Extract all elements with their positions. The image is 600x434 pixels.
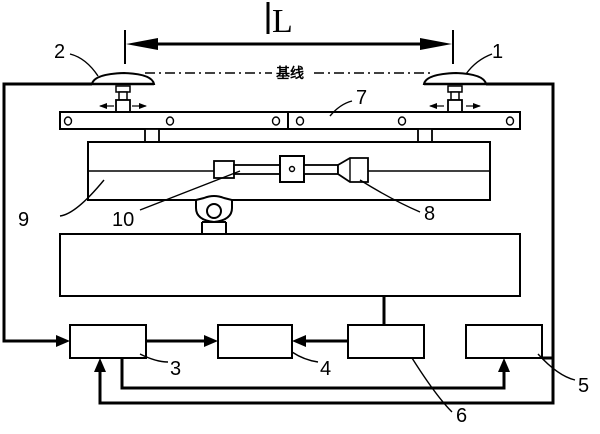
callout-10: 10 bbox=[112, 209, 134, 231]
callout-8: 8 bbox=[424, 203, 435, 225]
base-block bbox=[59, 233, 521, 297]
leader-lines bbox=[59, 53, 576, 413]
rail-support-right bbox=[417, 128, 433, 143]
callout-2: 2 bbox=[54, 41, 65, 63]
dimension-L: L bbox=[124, 2, 454, 64]
sensor-1 bbox=[422, 71, 488, 113]
callout-7: 7 bbox=[356, 87, 367, 109]
rail-7 bbox=[59, 111, 521, 130]
rail-support-left bbox=[144, 128, 160, 143]
callout-6: 6 bbox=[456, 405, 467, 427]
box-3 bbox=[69, 324, 147, 359]
box-6 bbox=[347, 324, 425, 359]
specimen-assembly bbox=[213, 155, 369, 183]
baseline-label: 基线 bbox=[276, 65, 304, 81]
callout-4: 4 bbox=[320, 358, 331, 380]
callout-1: 1 bbox=[492, 41, 503, 63]
sensor-2 bbox=[90, 71, 156, 113]
box-5 bbox=[465, 324, 543, 359]
box-4 bbox=[217, 324, 293, 359]
callout-3: 3 bbox=[170, 358, 181, 380]
callout-9: 9 bbox=[18, 209, 29, 231]
signal-lines bbox=[2, 82, 555, 405]
pivot-joint bbox=[195, 195, 233, 234]
callout-5: 5 bbox=[578, 375, 589, 397]
dimension-label: L bbox=[272, 3, 293, 40]
baseline: 基线 bbox=[145, 65, 432, 81]
